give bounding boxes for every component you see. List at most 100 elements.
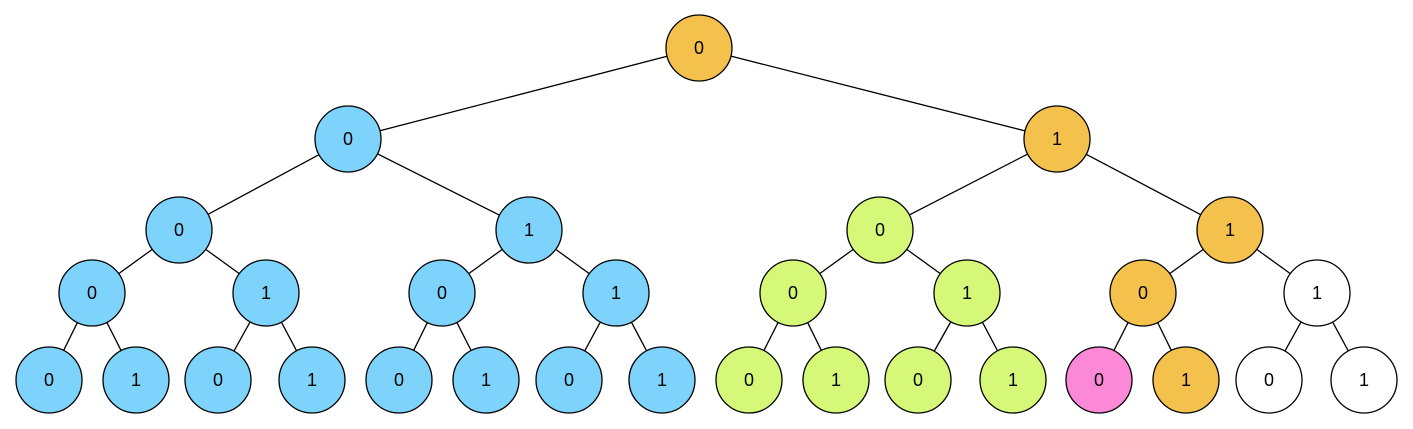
node-circle	[1065, 346, 1133, 414]
node-circle	[408, 259, 476, 327]
node-label: 0	[394, 370, 404, 390]
node-circle	[58, 259, 126, 327]
tree-edge	[468, 248, 503, 275]
node-circle	[759, 259, 827, 327]
tree-node: 1	[1023, 105, 1091, 173]
node-label: 0	[437, 283, 447, 303]
node-label: 0	[1094, 370, 1104, 390]
node-label: 0	[1138, 283, 1148, 303]
node-label: 1	[1052, 129, 1062, 149]
tree-edge	[933, 321, 952, 352]
node-label: 1	[962, 283, 972, 303]
tree-edge	[730, 55, 1026, 132]
tree-node: 1	[452, 346, 520, 414]
tree-edge	[280, 321, 298, 352]
tree-node: 1	[278, 346, 346, 414]
tree-edge	[807, 322, 822, 351]
node-label: 1	[1181, 370, 1191, 390]
tree-edge	[205, 248, 240, 275]
tree-edge	[106, 322, 122, 351]
node-circle	[1330, 346, 1398, 414]
tree-edge	[377, 153, 500, 216]
node-circle	[452, 346, 520, 414]
node-circle	[802, 346, 870, 414]
node-label: 1	[657, 370, 667, 390]
node-label: 0	[1264, 370, 1274, 390]
node-circle	[1152, 346, 1220, 414]
tree-node: 0	[314, 105, 382, 173]
tree-edges	[63, 55, 1349, 352]
node-circle	[232, 259, 300, 327]
tree-node: 0	[58, 259, 126, 327]
node-label: 1	[611, 283, 621, 303]
node-label: 1	[481, 370, 491, 390]
tree-node: 0	[846, 196, 914, 264]
tree-node: 0	[15, 346, 83, 414]
tree-edge	[630, 321, 648, 352]
node-circle	[979, 346, 1047, 414]
node-label: 0	[875, 220, 885, 240]
node-label: 1	[831, 370, 841, 390]
tree-edge	[906, 248, 941, 275]
node-label: 0	[44, 370, 54, 390]
tree-node: 1	[1152, 346, 1220, 414]
node-circle	[628, 346, 696, 414]
tree-edge	[207, 154, 320, 215]
node-label: 1	[1359, 370, 1369, 390]
tree-node: 0	[715, 346, 783, 414]
node-label: 1	[131, 370, 141, 390]
tree-node: 1	[232, 259, 300, 327]
node-circle	[582, 259, 650, 327]
node-circle	[884, 346, 952, 414]
tree-edge	[909, 153, 1028, 216]
node-label: 1	[261, 283, 271, 303]
tree-edge	[1256, 248, 1291, 275]
node-circle	[278, 346, 346, 414]
tree-edge	[1332, 321, 1349, 352]
tree-node: 0	[184, 346, 252, 414]
tree-node: 1	[102, 346, 170, 414]
tree-edge	[118, 248, 153, 275]
tree-node: 0	[759, 259, 827, 327]
tree-edge	[819, 248, 854, 275]
node-label: 1	[1312, 283, 1322, 303]
node-circle	[15, 346, 83, 414]
tree-node: 1	[628, 346, 696, 414]
node-label: 0	[213, 370, 223, 390]
node-circle	[1283, 259, 1351, 327]
tree-node: 0	[365, 346, 433, 414]
node-circle	[145, 196, 213, 264]
node-label: 1	[524, 220, 534, 240]
node-label: 0	[788, 283, 798, 303]
tree-node: 1	[1330, 346, 1398, 414]
tree-edge	[379, 55, 668, 132]
node-circle	[1023, 105, 1091, 173]
tree-edge	[413, 322, 428, 351]
tree-node: 1	[979, 346, 1047, 414]
tree-node: 0	[408, 259, 476, 327]
node-circle	[184, 346, 252, 414]
node-circle	[933, 259, 1001, 327]
node-circle	[1196, 196, 1264, 264]
tree-node: 1	[802, 346, 870, 414]
node-circle	[535, 346, 603, 414]
node-label: 0	[564, 370, 574, 390]
node-circle	[846, 196, 914, 264]
tree-node: 1	[933, 259, 1001, 327]
node-label: 1	[1225, 220, 1235, 240]
node-label: 0	[87, 283, 97, 303]
tree-edge	[233, 321, 251, 352]
tree-edge	[981, 321, 999, 352]
tree-node: 1	[495, 196, 563, 264]
tree-node: 0	[1109, 259, 1177, 327]
node-label: 0	[913, 370, 923, 390]
node-label: 0	[174, 220, 184, 240]
node-circle	[1235, 346, 1303, 414]
tree-nodes: 0 0 0 0 0 1 1 0 1 1 0 0 1 1 0 1 1 0 0 0 1 1 0 1 1 0 0 1 1 0 1	[15, 14, 1398, 414]
tree-edge	[63, 322, 78, 351]
node-label: 0	[694, 38, 704, 58]
tree-edge	[584, 321, 601, 352]
tree-node: 0	[535, 346, 603, 414]
node-circle	[665, 14, 733, 82]
tree-node: 1	[582, 259, 650, 327]
